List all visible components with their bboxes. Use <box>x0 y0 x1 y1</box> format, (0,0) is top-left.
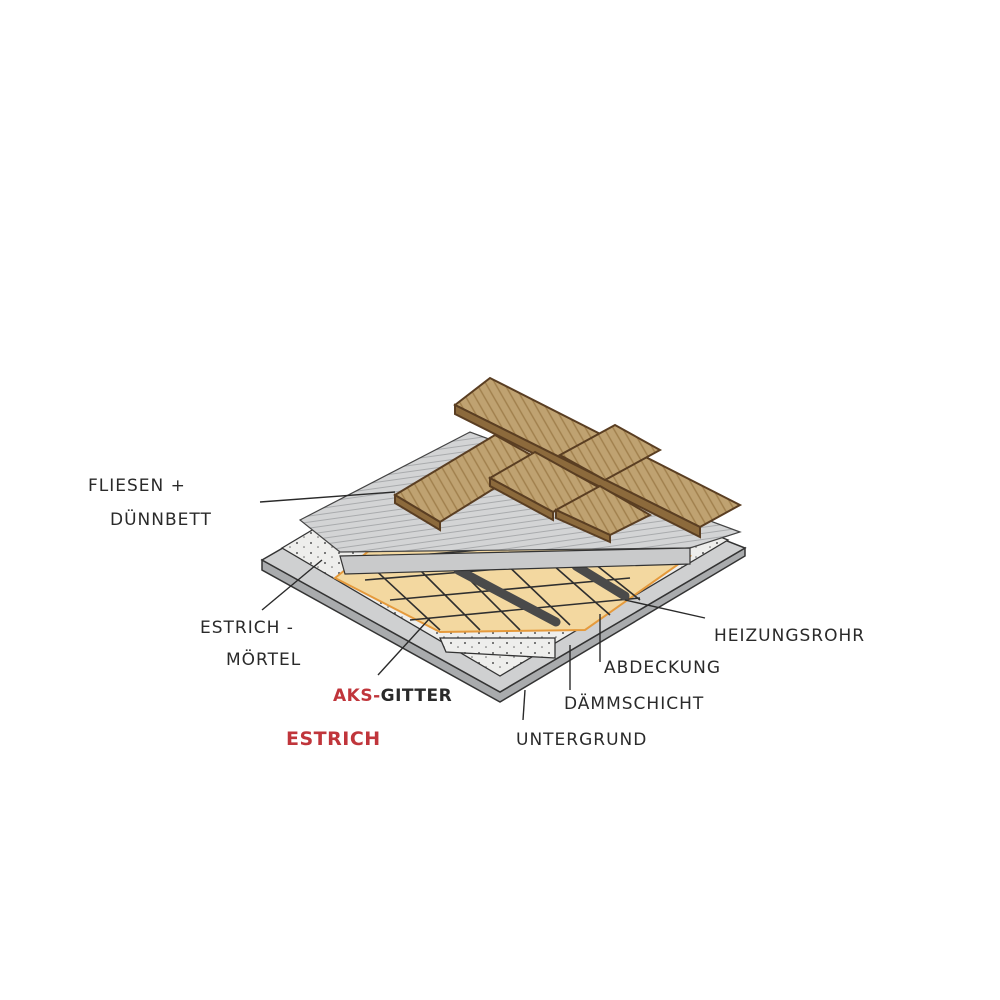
label-aks-red: AKS- <box>333 686 381 706</box>
label-gitter: Gitter <box>380 686 453 706</box>
fliesen-tiles <box>393 376 743 544</box>
label-heizungsrohr: Heizungsrohr <box>714 626 866 646</box>
label-estrich-red: Estrich <box>286 728 381 750</box>
label-daemmschicht: Dämmschicht <box>564 694 705 714</box>
label-fliesen-line1: Fliesen + <box>88 476 186 496</box>
label-estrich-line2: Mörtel <box>226 650 302 670</box>
label-fliesen-line2: Dünnbett <box>110 510 212 530</box>
label-estrich-line1: Estrich - <box>200 618 294 638</box>
leader-lines <box>259 491 706 721</box>
heating-pipes <box>453 561 630 627</box>
label-abdeckung: Abdeckung <box>604 658 722 678</box>
label-aks-gitter: AKS-Gitter <box>333 688 452 705</box>
label-untergrund: Untergrund <box>516 730 648 750</box>
